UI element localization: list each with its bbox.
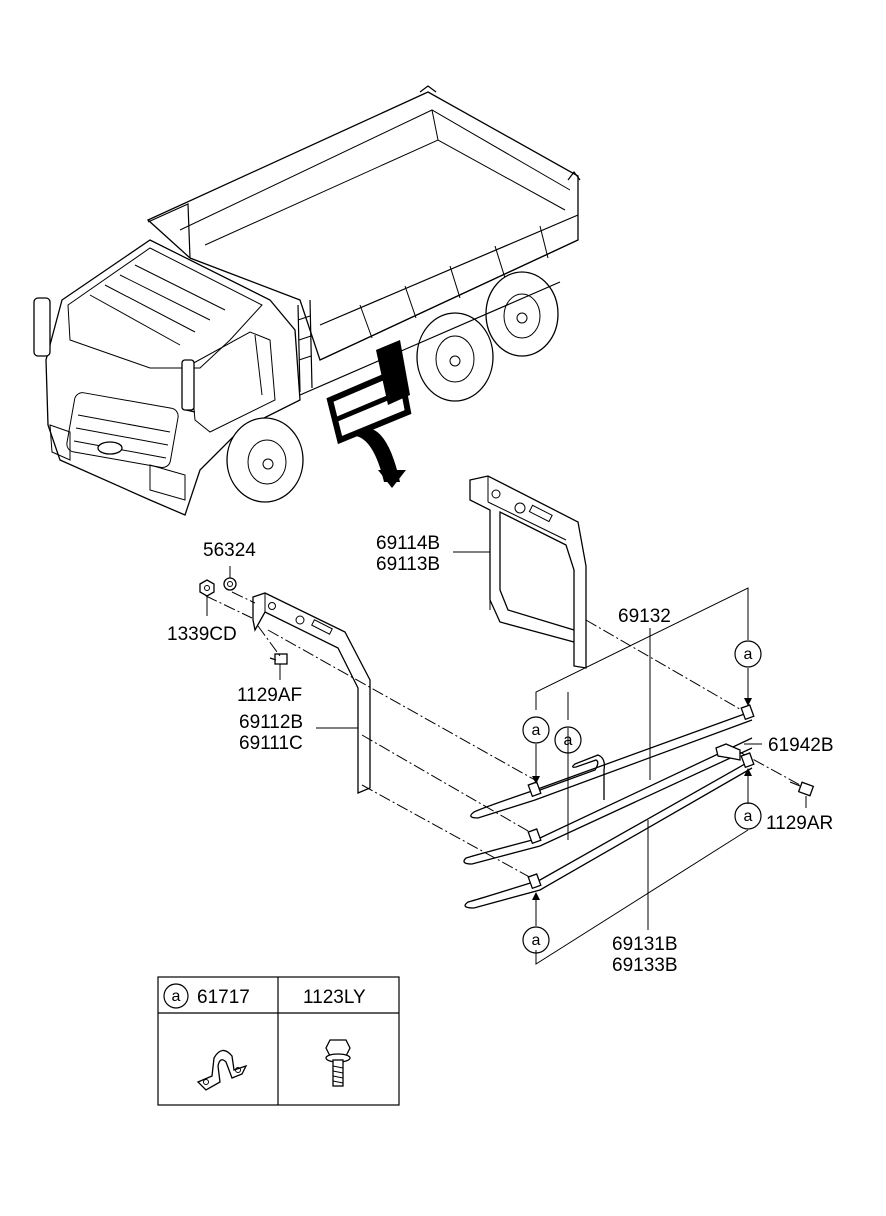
callout-labels: 56324 1339CD 1129AF 69112B 69111C 69114B… [167,533,834,976]
ref-marker-right: a [734,802,762,830]
ref-markers: a a a a a [522,640,762,954]
legend-part-61717: 61717 [197,987,250,1008]
svg-text:a: a [744,808,753,825]
label-69111C: 69111C [239,733,303,754]
chassis-rail [299,281,561,396]
label-69114B: 69114B [376,533,440,554]
label-56324: 56324 [203,540,256,561]
truck-cab [33,239,301,516]
label-69131B: 69131B [612,934,678,955]
nut-56324 [223,577,237,591]
label-1339CD: 1339CD [167,624,237,645]
clamp-61717-icon [196,1049,248,1091]
flange-nut-1339CD [199,579,215,597]
highlighted-side-guard [297,299,412,445]
front-guard-bracket [252,592,371,794]
bolt-1129AR [789,781,815,797]
label-1129AR: 1129AR [766,813,833,834]
label-69132: 69132 [618,606,671,627]
legend-table: a 61717 1123LY [157,976,400,1106]
label-61942B: 61942B [768,735,834,756]
svg-text:a: a [532,722,541,739]
legend-part-1123LY: 1123LY [303,987,366,1008]
dump-body [146,85,581,361]
ref-marker-bottom: a [522,926,550,954]
label-69133B: 69133B [612,955,678,976]
front-wheel [226,417,304,503]
legend-marker: a [172,988,181,1005]
dump-truck-illustration [33,85,581,516]
bolt-1123LY-icon [325,1039,351,1087]
assembly-guide-lines [205,591,801,881]
svg-text:a: a [744,646,753,663]
bolt-1129AF [269,653,288,665]
ref-marker-mid: a [554,726,582,754]
pointer-arrow [356,428,406,488]
rear-guard-frame [469,475,587,669]
ref-marker-top-right: a [734,640,762,668]
rear-wheels [416,271,559,402]
label-69113B: 69113B [376,554,440,575]
ref-marker-left: a [522,716,550,744]
label-1129AF: 1129AF [237,685,302,706]
legend-col1-header: a 61717 [163,983,250,1009]
svg-text:a: a [532,932,541,949]
guard-tubes [463,704,755,909]
leader-lines [206,551,807,965]
label-69112B: 69112B [239,712,303,733]
ref-arrows [532,668,752,926]
svg-text:a: a [564,732,573,749]
